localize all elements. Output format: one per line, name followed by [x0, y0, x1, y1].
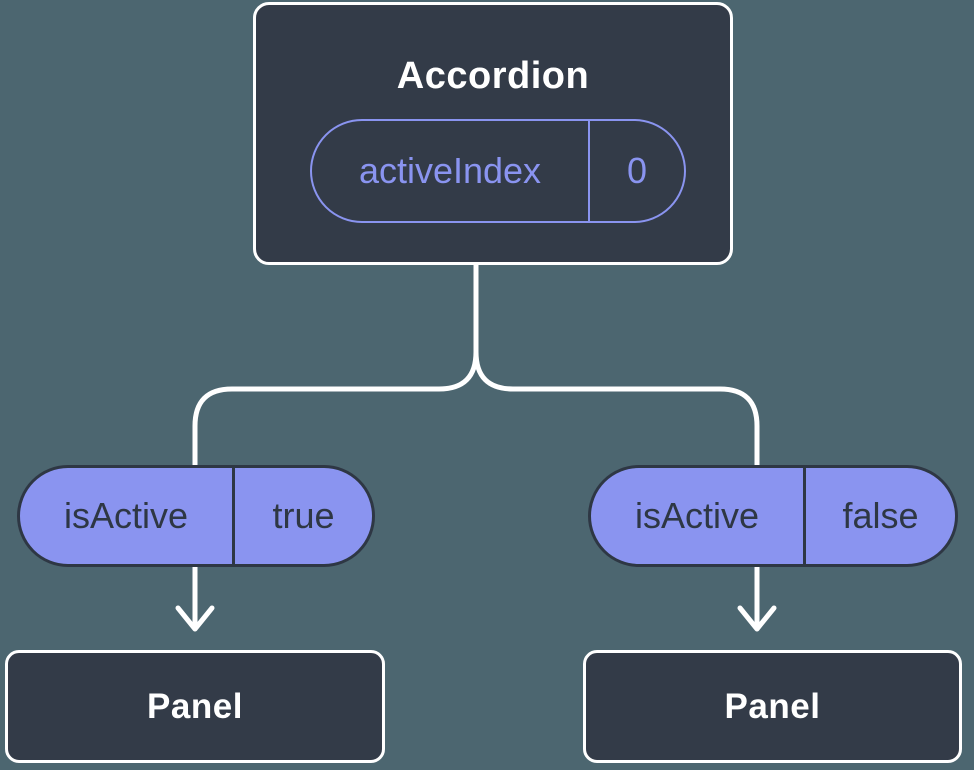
active-index-prop-pill: activeIndex 0	[310, 119, 686, 223]
prop-value: false	[842, 495, 919, 536]
prop-value: true	[272, 495, 335, 536]
arrowhead-left-icon	[175, 605, 215, 632]
arrowhead-right-icon	[737, 605, 777, 632]
prop-name: isActive	[20, 468, 235, 564]
prop-name: isActive	[591, 468, 806, 564]
accordion-node: Accordion activeIndex 0	[253, 2, 733, 265]
prop-name: activeIndex	[312, 121, 590, 221]
panel-label: Panel	[147, 686, 243, 726]
accordion-title: Accordion	[396, 55, 590, 97]
connector-branch-left	[192, 260, 479, 630]
panel-node-left: Panel	[5, 650, 385, 763]
panel-node-right: Panel	[583, 650, 962, 763]
is-active-pill-true: isActive true	[17, 465, 375, 567]
is-active-pill-false: isActive false	[588, 465, 958, 567]
panel-label: Panel	[724, 686, 821, 726]
prop-value: 0	[626, 150, 648, 191]
connector-branch-right	[473, 260, 760, 630]
